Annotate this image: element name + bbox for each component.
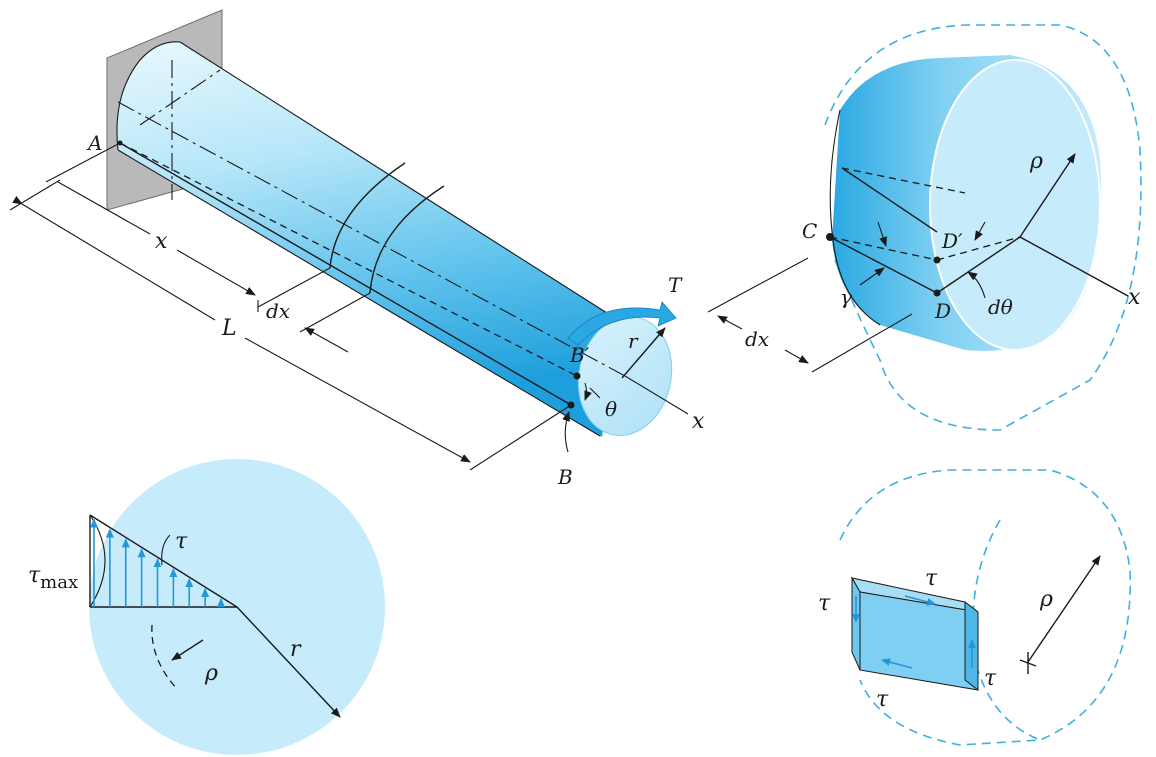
- line-top-generator: [841, 167, 938, 233]
- line-top-dashed: [841, 167, 966, 194]
- elem-dx-ext-1: [707, 257, 809, 313]
- stress-distribution-line: [89, 514, 238, 608]
- label-rho-element: ρ: [1029, 149, 1043, 174]
- point-C: [826, 233, 834, 241]
- elem-dx-arrow-2: [784, 349, 809, 364]
- theta-arc: [584, 382, 592, 401]
- label-tau-bottom: τ: [876, 687, 889, 712]
- element-outer-dashed: [824, 24, 1142, 431]
- element-front-face: [929, 59, 1101, 351]
- point-D: [933, 289, 941, 297]
- label-Bprime: B′: [569, 343, 590, 367]
- x-dim-line: [57, 181, 151, 235]
- block-rho-arrow: [1027, 555, 1101, 663]
- line-Dprime-center: [936, 236, 1021, 261]
- point-Dprime: [933, 256, 941, 264]
- label-B: B: [557, 465, 573, 489]
- shaft-bottom-edge: [117, 149, 601, 437]
- block-inner-dashed: [971, 519, 1041, 741]
- label-theta: θ: [605, 397, 617, 421]
- shaft-axis-ext: [624, 375, 689, 415]
- label-C: C: [802, 219, 817, 243]
- dtheta-leader: [967, 271, 986, 299]
- label-dx-element: dx: [745, 327, 769, 351]
- elem-dx-arrow-1: [717, 315, 743, 330]
- label-tau-left: τ: [818, 591, 831, 616]
- label-tau-top: τ: [925, 566, 938, 591]
- section-line-2: [369, 185, 445, 294]
- label-r: r: [628, 329, 639, 353]
- x-dim-line-2: [176, 249, 256, 296]
- shear-arrow-bottom: [881, 658, 913, 669]
- tau-leader: [161, 534, 171, 566]
- label-D: D: [934, 299, 951, 323]
- shaft-centerline: [117, 101, 626, 377]
- label-x-element: x: [1128, 285, 1141, 310]
- shaft-body: [116, 41, 619, 438]
- element-left-edge: [829, 109, 881, 326]
- stress-arrows: [90, 518, 225, 607]
- elem-dx-ext-2: [811, 313, 913, 373]
- theta-leader: [589, 387, 601, 399]
- gamma-arrow-2: [859, 267, 885, 286]
- rho-arrow: [1019, 153, 1076, 238]
- label-r-cross: r: [290, 637, 302, 662]
- dprime-arrow: [974, 221, 986, 241]
- label-tau-right: τ: [984, 666, 997, 691]
- dx-ext-2: [299, 292, 371, 333]
- block-front-face: [851, 576, 861, 671]
- label-L: L: [221, 316, 237, 341]
- cross-rho-arrow: [171, 639, 204, 661]
- label-Dprime: D′: [941, 229, 963, 253]
- label-x-axis: x: [692, 409, 705, 434]
- element-figure: C D′ D ρ γ dθ dx x: [707, 24, 1142, 431]
- label-rho-block: ρ: [1039, 587, 1053, 612]
- line-A-B: [119, 142, 572, 406]
- torque-arrow: [567, 301, 677, 346]
- gamma-arrow-1: [877, 221, 887, 247]
- label-rho-cross: ρ: [204, 661, 218, 686]
- label-dtheta: dθ: [988, 295, 1013, 319]
- cross-section-figure: τmax τ ρ r: [28, 459, 385, 755]
- section-line-1: [329, 162, 406, 269]
- line-C-D: [829, 236, 938, 294]
- label-tau-max: τmax: [28, 563, 78, 593]
- wall-axis-diag: [139, 69, 221, 126]
- element-axis: [1019, 236, 1129, 297]
- x-extension-start: [45, 142, 121, 183]
- shear-arrow-top: [904, 595, 936, 606]
- label-T: T: [668, 273, 683, 297]
- L-dim-line-2: [244, 337, 471, 463]
- block-outer-dashed: [839, 469, 1132, 746]
- stress-block-figure: τ τ τ τ ρ: [818, 469, 1132, 746]
- label-A: A: [86, 131, 102, 155]
- line-A-Bprime: [119, 142, 578, 377]
- L-extension-start: [9, 179, 61, 211]
- L-dim-line-1: [12, 195, 216, 321]
- dx-arrow-in: [304, 327, 349, 353]
- shaft-figure: A x dx L T r B′ θ B x: [9, 9, 705, 489]
- label-dx: dx: [266, 299, 290, 323]
- cross-radius-arrow: [236, 606, 341, 718]
- radius-arrow: [621, 327, 666, 379]
- cross-rho-arc: [151, 624, 179, 691]
- point-Bprime: [573, 372, 581, 380]
- B-leader: [562, 411, 570, 453]
- shaft-start-edge: [116, 41, 181, 151]
- shaft-top-edge: [179, 41, 619, 321]
- dx-ext-1: [257, 267, 331, 308]
- label-x-dim: x: [155, 229, 168, 254]
- line-C-Dprime: [829, 236, 938, 261]
- label-gamma: γ: [840, 285, 852, 309]
- label-tau-cross: τ: [175, 529, 188, 554]
- L-extension-end: [469, 404, 572, 471]
- line-D-center: [936, 236, 1021, 294]
